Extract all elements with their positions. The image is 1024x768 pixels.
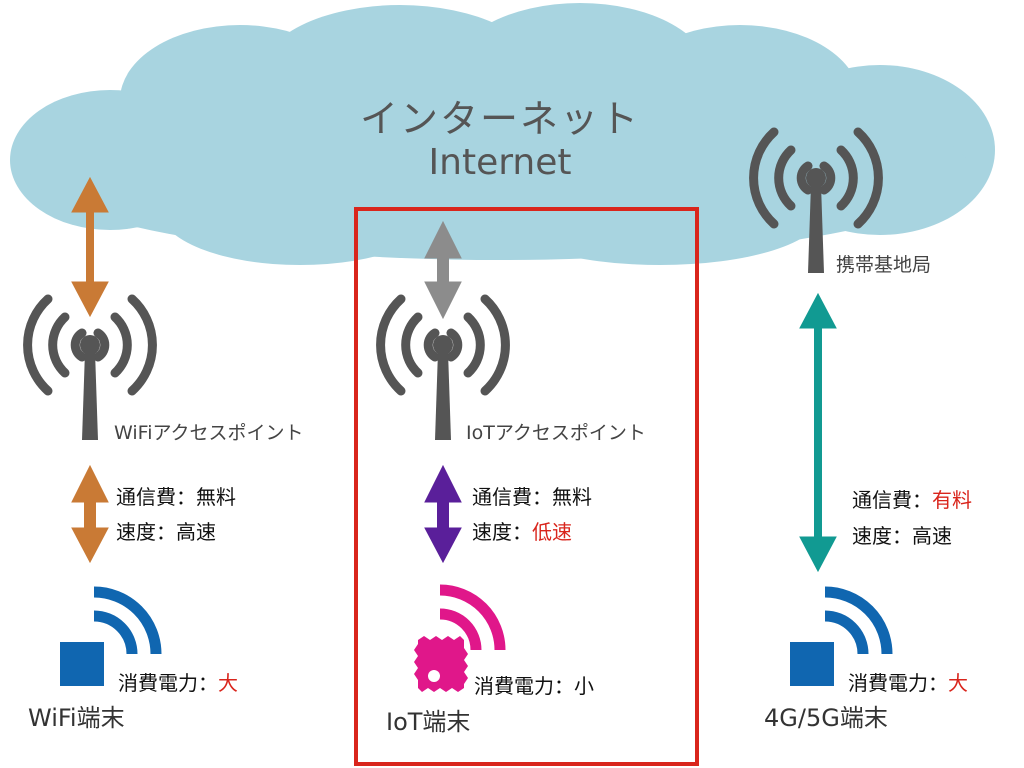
iot-speed: 速度：低速 [472,522,572,542]
iot-speed-value: 低速 [532,520,572,544]
cellular-device-icon [790,586,893,686]
cellular-link-arrow [799,292,837,573]
iot-uplink-arrow [424,220,462,320]
internet-cloud [10,3,995,265]
wifi-device-label: WiFi端末 [28,704,125,732]
iot-comm-fee-sep: ： [532,485,552,509]
wifi-access-point-icon [28,299,153,440]
wifi-comm-fee: 通信費：無料 [116,487,236,507]
iot-access-point-label: IoTアクセスポイント [466,422,646,444]
wifi-uplink-arrow [71,176,109,318]
cellular-comm-fee-key: 通信費 [852,488,912,512]
iot-power-sep: ： [554,674,574,698]
wifi-comm-fee-sep: ： [176,485,196,509]
internet-title-ja: インターネット [360,97,641,141]
wifi-power-value: 大 [218,671,238,695]
cellular-comm-fee-sep: ： [912,488,932,512]
wifi-power: 消費電力：大 [118,673,238,693]
iot-speed-sep: ： [512,520,532,544]
iot-access-point-icon [381,299,506,440]
internet-title-en: Internet [428,142,572,183]
cellular-power-sep: ： [928,671,948,695]
iot-power-value: 小 [574,674,594,698]
base-station-label: 携帯基地局 [836,254,932,276]
wifi-speed-value: 高速 [176,520,216,544]
iot-comm-fee: 通信費：無料 [472,487,592,507]
iot-downlink-arrow [424,464,462,564]
wifi-power-sep: ： [198,671,218,695]
iot-highlight-frame [354,207,699,766]
cellular-speed-value: 高速 [912,524,952,548]
iot-speed-key: 速度 [472,520,512,544]
cellular-power-key: 消費電力 [848,671,928,695]
wifi-speed: 速度：高速 [116,522,216,542]
wifi-speed-sep: ： [156,520,176,544]
cellular-power: 消費電力：大 [848,673,968,693]
iot-comm-fee-key: 通信費 [472,485,532,509]
wifi-comm-fee-key: 通信費 [116,485,176,509]
iot-power: 消費電力：小 [474,676,594,696]
wifi-downlink-arrow [71,464,109,564]
wifi-comm-fee-value: 無料 [196,485,236,509]
wifi-speed-key: 速度 [116,520,156,544]
wifi-device-icon [60,586,162,686]
cellular-speed-key: 速度 [852,524,892,548]
cellular-device-label: 4G/5G端末 [764,704,888,732]
cellular-comm-fee: 通信費：有料 [852,490,972,510]
iot-device-icon [414,584,506,692]
wifi-power-key: 消費電力 [118,671,198,695]
iot-power-key: 消費電力 [474,674,554,698]
iot-comm-fee-value: 無料 [552,485,592,509]
cellular-power-value: 大 [948,671,968,695]
cellular-speed-sep: ： [892,524,912,548]
iot-device-label: IoT端末 [386,708,471,736]
cellular-speed: 速度：高速 [852,526,952,546]
cellular-comm-fee-value: 有料 [932,488,972,512]
wifi-access-point-label: WiFiアクセスポイント [114,422,304,444]
